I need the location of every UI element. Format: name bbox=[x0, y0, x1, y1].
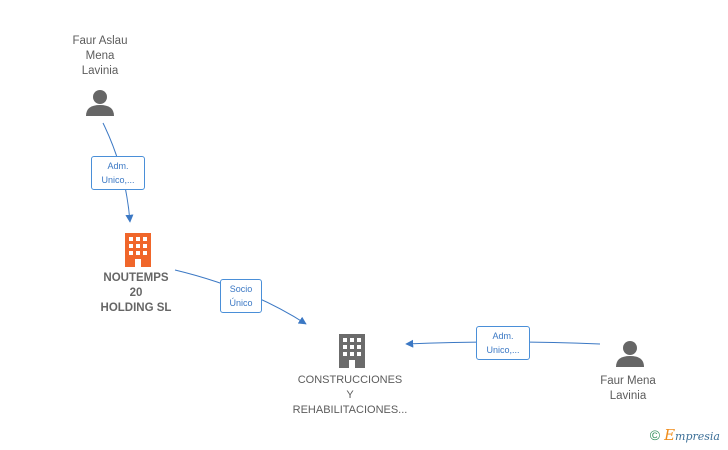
edge-label-right-to-main[interactable]: Adm. Unico,... bbox=[476, 326, 530, 360]
company-main-label[interactable]: CONSTRUCCIONES Y REHABILITACIONES... bbox=[292, 374, 408, 416]
person-top-label[interactable]: Faur Aslau Mena Lavinia bbox=[72, 35, 128, 77]
person-icon[interactable] bbox=[86, 90, 114, 116]
building-icon[interactable] bbox=[125, 233, 151, 267]
person-right-label[interactable]: Faur Mena Lavinia bbox=[600, 375, 656, 402]
copyright-icon: © bbox=[649, 427, 661, 443]
company-holding-label[interactable]: NOUTEMPS 20 HOLDING SL bbox=[100, 272, 172, 314]
edge-label-top-to-holding[interactable]: Adm. Unico,... bbox=[91, 156, 145, 190]
edge-label-holding-to-main[interactable]: Socio Único bbox=[220, 279, 262, 313]
brand-name: mpresia bbox=[675, 430, 720, 443]
building-icon[interactable] bbox=[339, 334, 365, 368]
brand-initial: E bbox=[664, 426, 676, 444]
person-icon[interactable] bbox=[616, 341, 644, 367]
empresia-logo[interactable]: ©Empresia bbox=[650, 426, 720, 444]
